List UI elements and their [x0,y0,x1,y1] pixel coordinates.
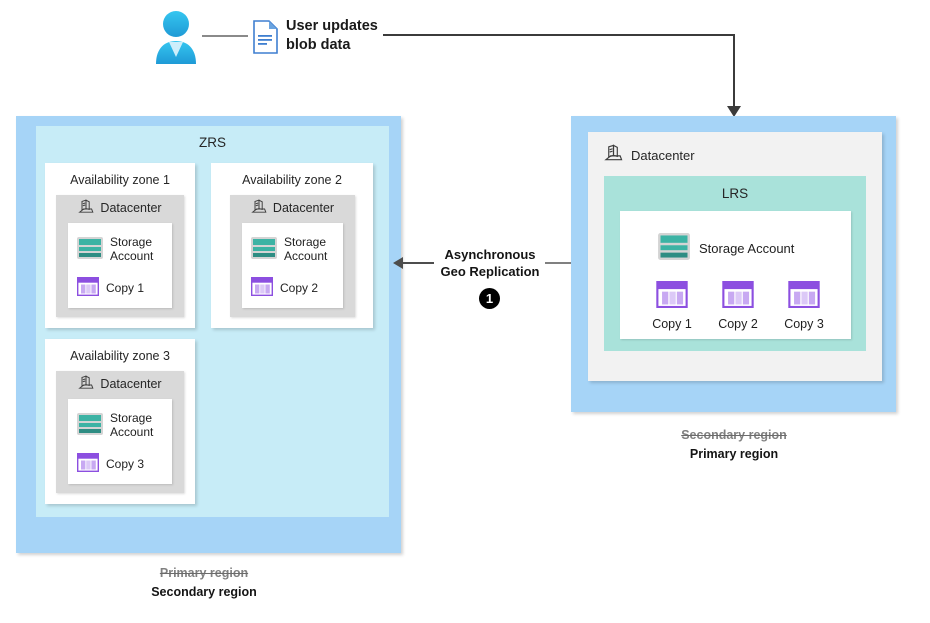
availability-zone-1-title: Availability zone 1 [70,173,170,187]
replication-arrow-line [398,262,434,264]
storage-account-row-zone-3: Storage Account [77,411,153,439]
storage-account-row-zone-2: Storage Account [251,235,327,263]
copy-label-zone-1: Copy 1 [106,281,145,295]
flow-label-line2: blob data [286,36,351,53]
lrs-copy-1-label: Copy 1 [652,317,692,331]
datacenter-icon [78,198,94,218]
step-badge-1: 1 [479,288,500,309]
datacenter-header-zone-3: Datacenter [56,371,184,397]
datacenter-label-zone-1: Datacenter [100,201,162,215]
storage-account-label-zone-3: Storage Account [110,411,154,440]
resources-box-zone-3: Storage Account Copy 3 [68,399,172,484]
flow-arrow-head-icon [727,106,741,117]
replication-label: Asynchronous Geo Replication [424,247,556,281]
copy-icon [722,280,754,312]
flow-arrow-vertical [733,35,735,111]
copy-icon [76,276,100,299]
copy-label-zone-3: Copy 3 [106,457,145,471]
copy-label-zone-2: Copy 2 [280,281,319,295]
flow-label-line1: User updates [286,18,378,34]
zrs-label: ZRS [199,135,226,150]
user-document-connector [202,35,248,37]
datacenter-header-zone-1: Datacenter [56,195,184,221]
availability-zone-1: Availability zone 1 Datacenter [45,163,195,328]
copy-row-zone-2: Copy 2 [250,276,319,299]
datacenter-box-zone-2: Datacenter Storage Account [230,195,355,317]
lrs-copy-3: Copy 3 [774,280,834,331]
right-caption-struck: Secondary region [681,428,787,442]
lrs-copy-2-label: Copy 2 [718,317,758,331]
right-region-caption: Secondary region Primary region [634,428,834,461]
datacenter-icon [78,374,94,394]
storage-account-label-lrs: Storage Account [699,240,795,256]
availability-zone-2: Availability zone 2 Datacenter [211,163,373,328]
flow-label: User updates blob data [286,17,416,54]
left-region-caption: Primary region Secondary region [104,566,304,599]
storage-account-label-zone-1: Storage Account [110,235,154,264]
storage-account-icon [251,236,277,262]
storage-account-row-lrs: Storage Account [658,233,794,263]
lrs-label: LRS [721,186,749,201]
user-icon [152,10,200,64]
resources-box-zone-2: Storage Account Copy 2 [242,223,343,308]
flow-arrow-horizontal [383,34,735,36]
storage-account-icon [77,412,103,438]
replication-label-line1: Asynchronous [444,247,536,262]
lrs-copy-3-label: Copy 3 [784,317,824,331]
left-caption-current: Secondary region [151,585,257,599]
availability-zone-3: Availability zone 3 Datacenter [45,339,195,504]
availability-zone-2-title: Availability zone 2 [242,173,342,187]
storage-account-icon [77,236,103,262]
datacenter-header-zone-2: Datacenter [230,195,355,221]
lrs-resources-box: Storage Account Copy 1 [620,211,851,339]
right-caption-current: Primary region [689,447,779,461]
copy-icon [76,452,100,475]
datacenter-box-zone-3: Datacenter Storage Account [56,371,184,493]
storage-account-icon [658,233,690,263]
copy-row-zone-3: Copy 3 [76,452,145,475]
datacenter-label-zone-2: Datacenter [272,201,335,215]
copy-icon [788,280,820,312]
datacenter-icon [604,144,623,166]
right-datacenter-label: Datacenter [631,147,695,163]
copy-icon [250,276,274,299]
datacenter-box-zone-1: Datacenter Storage Account [56,195,184,317]
copy-icon [656,280,688,312]
lrs-copy-1: Copy 1 [642,280,702,331]
right-datacenter-header: Datacenter [604,144,695,166]
replication-label-line2: Geo Replication [440,263,540,279]
replication-connector-right [545,262,576,264]
lrs-copies-row: Copy 1 Copy 2 [642,280,834,331]
copy-row-zone-1: Copy 1 [76,276,145,299]
document-icon [252,20,280,54]
datacenter-label-zone-3: Datacenter [100,377,162,391]
availability-zone-3-title: Availability zone 3 [70,349,170,363]
datacenter-icon [251,198,267,218]
resources-box-zone-1: Storage Account Copy 1 [68,223,172,308]
storage-account-row-zone-1: Storage Account [77,235,153,263]
lrs-copy-2: Copy 2 [708,280,768,331]
left-caption-struck: Primary region [159,566,249,580]
storage-account-label-zone-2: Storage Account [284,235,328,264]
